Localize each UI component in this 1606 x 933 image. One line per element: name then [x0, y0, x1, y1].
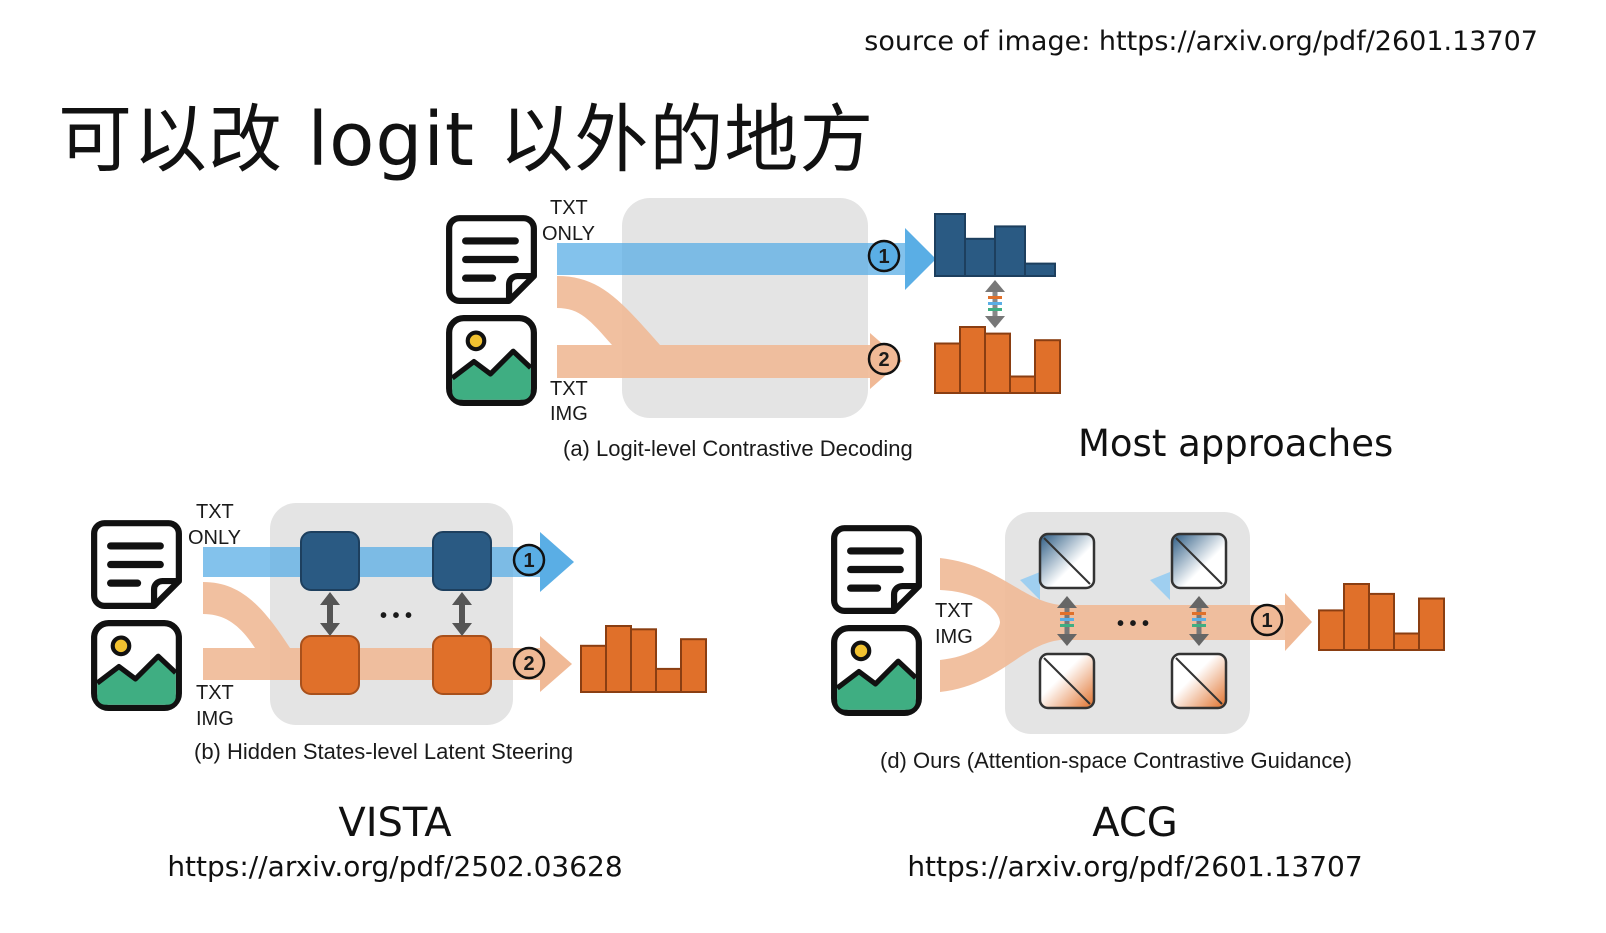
image-icon: [94, 623, 179, 708]
distribution-bar: [630, 628, 657, 693]
txt-only-label-line1: TXT: [196, 501, 234, 523]
step-2-badge: [512, 646, 546, 680]
layer-ellipsis: • • •: [380, 605, 412, 627]
slide-title: 可以改 logit 以外的地方: [58, 97, 875, 183]
step-1-number: 1: [523, 550, 534, 572]
model-box: [622, 198, 868, 418]
panel-a-logit-contrastive-decoding: TXT ONLY TXT IMG 1 2 (a) Logit-level Con…: [449, 197, 1061, 461]
txt-only-flow-arrowhead: [905, 228, 936, 290]
vista-paper-url: https://arxiv.org/pdf/2502.03628: [167, 850, 623, 883]
step-2-badge: [867, 342, 901, 376]
text-hidden-state-block-last: [432, 531, 492, 591]
attention-branch-arrow: [1020, 572, 1040, 600]
txt-only-flow: [557, 243, 907, 275]
vista-method-name: VISTA: [338, 800, 452, 846]
txt-only-label-line2: ONLY: [542, 223, 595, 245]
step-2-number: 2: [523, 653, 534, 675]
step-1-badge: [867, 239, 901, 273]
steering-arrow-last: [452, 592, 472, 636]
distribution-bar: [655, 667, 682, 694]
distribution-bar: [1393, 632, 1420, 651]
txt-only-output-distribution: [934, 213, 1056, 278]
distribution-bar: [1024, 262, 1056, 278]
layer-ellipsis: • • •: [1117, 613, 1149, 635]
step-1-badge: [1250, 603, 1284, 637]
document-icon: [449, 218, 534, 301]
distribution-bar: [1009, 375, 1036, 394]
step-1-badge: [512, 543, 546, 577]
acg-paper-url: https://arxiv.org/pdf/2601.13707: [907, 850, 1363, 883]
txt-only-label-line1: TXT: [550, 197, 588, 219]
distribution-bar: [934, 342, 961, 394]
step-1-number: 1: [1261, 610, 1272, 632]
guidance-arrow-first: [1057, 596, 1077, 646]
txt-img-label-line1: TXT: [935, 600, 973, 622]
txt-only-label-line2: ONLY: [188, 527, 241, 549]
txt-img-label-line2: IMG: [935, 626, 973, 648]
step-1-number: 1: [878, 246, 889, 268]
txt-img-label-line2: IMG: [196, 708, 234, 730]
document-icon: [94, 523, 179, 606]
image-icon: [449, 318, 534, 403]
distribution-bar: [580, 644, 607, 693]
output-distribution: [580, 625, 707, 694]
distribution-bar: [1343, 583, 1370, 651]
txt-img-output-distribution: [934, 326, 1061, 395]
distribution-bar: [1318, 609, 1345, 652]
txt-img-flow-arrowhead: [1285, 593, 1312, 651]
panel-a-caption: (a) Logit-level Contrastive Decoding: [563, 436, 913, 461]
distribution-bar: [680, 638, 707, 694]
txt-img-flow: [940, 558, 1290, 692]
txt-img-label-line1: TXT: [550, 378, 588, 400]
txt-img-flow-arrowhead: [540, 636, 572, 692]
distribution-bar: [959, 326, 986, 394]
panel-d-caption: (d) Ours (Attention-space Contrastive Gu…: [880, 748, 1352, 773]
distribution-bar: [964, 237, 996, 278]
document-icon: [834, 528, 919, 611]
step-2-number: 2: [878, 349, 889, 371]
contrast-double-arrow: [985, 280, 1005, 328]
image-hidden-state-block-last: [432, 635, 492, 695]
image-hidden-state-block-first: [300, 635, 360, 695]
attention-branch-arrow: [1150, 572, 1170, 600]
panel-b-caption: (b) Hidden States-level Latent Steering: [194, 739, 573, 764]
output-distribution: [1318, 583, 1445, 652]
image-icon: [834, 628, 919, 713]
text-hidden-state-block-first: [300, 531, 360, 591]
distribution-bar: [984, 332, 1011, 395]
txt-img-label-line2: IMG: [550, 403, 588, 425]
txt-img-label-line1: TXT: [196, 682, 234, 704]
guidance-arrow-last: [1189, 596, 1209, 646]
steering-arrow-first: [320, 592, 340, 636]
acg-method-name: ACG: [1092, 800, 1178, 846]
panel-d-attention-space-contrastive-guidance: • • • TXT IMG 1 (d) Ours (Attention-spac…: [834, 512, 1445, 773]
txt-img-flow: [557, 276, 870, 378]
txt-only-flow-arrowhead: [540, 532, 574, 592]
distribution-bar: [1034, 339, 1061, 395]
panel-b-hidden-states-latent-steering: • • • TXT ONLY TXT IMG 1 2 (b) Hidden St…: [94, 501, 707, 764]
distribution-bar: [1418, 597, 1445, 652]
distribution-bar: [1368, 592, 1395, 652]
image-source-note: source of image: https://arxiv.org/pdf/2…: [864, 26, 1538, 57]
most-approaches-note: Most approaches: [1078, 422, 1394, 465]
distribution-bar: [605, 625, 632, 693]
distribution-bar: [994, 225, 1026, 277]
distribution-bar: [934, 213, 966, 277]
